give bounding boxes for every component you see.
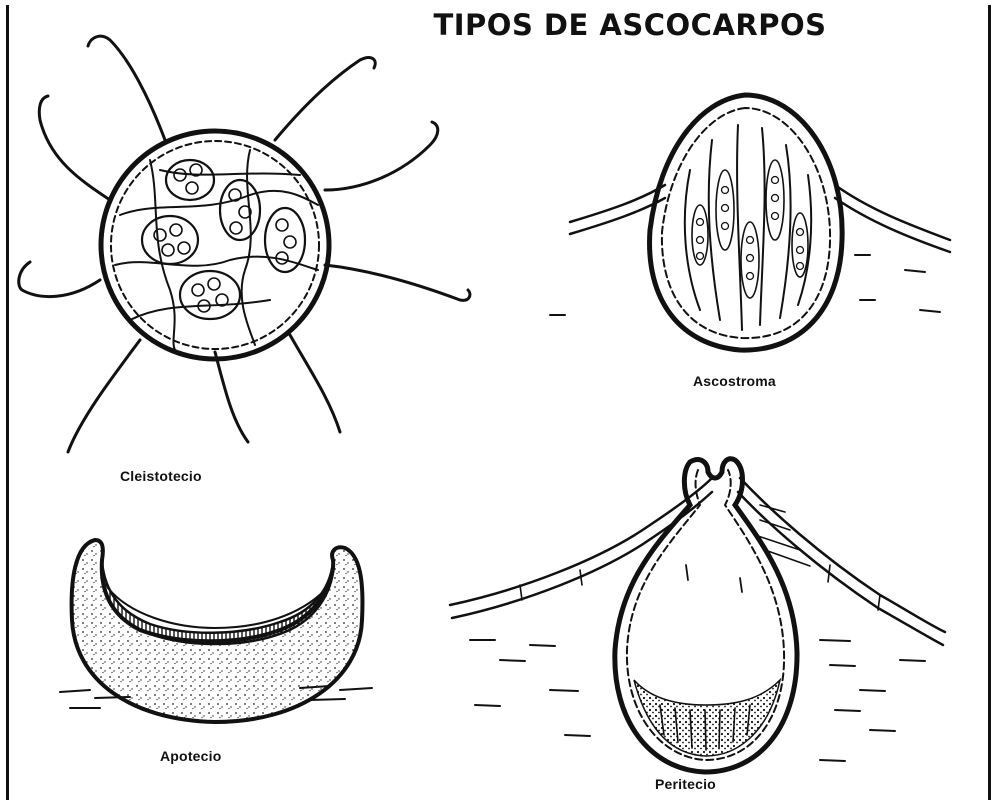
label-peritecio: Peritecio (655, 776, 716, 792)
label-apotecio: Apotecio (160, 748, 222, 764)
label-cleistotecio: Cleistotecio (120, 468, 202, 484)
cleistotecio-drawing (19, 36, 470, 452)
appendages (19, 36, 470, 452)
label-ascostroma: Ascostroma (693, 373, 776, 389)
peritecio-drawing (450, 459, 945, 772)
apotecio-drawing (60, 540, 372, 722)
ascostroma-drawing (550, 95, 950, 350)
